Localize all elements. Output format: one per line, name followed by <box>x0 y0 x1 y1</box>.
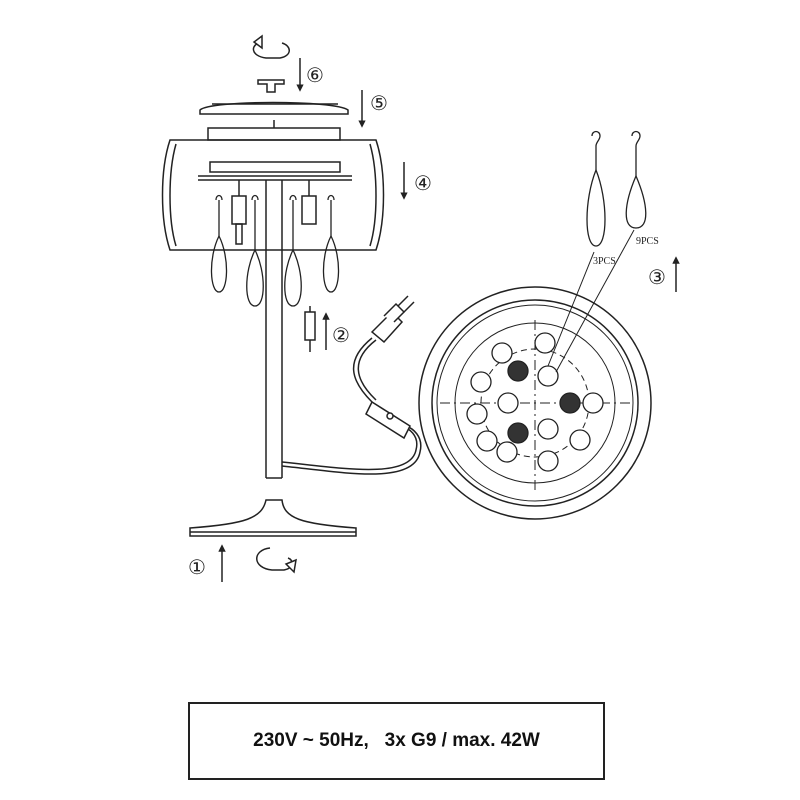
hook-positions-outer <box>466 332 604 472</box>
step-1-number: ① <box>188 555 206 579</box>
spec-box: 230V ~ 50Hz, 3x G9 / max. 42W <box>188 702 605 780</box>
power-cord <box>281 337 422 475</box>
spec-text: 230V ~ 50Hz, 3x G9 / max. 42W <box>253 730 540 751</box>
lamp-base <box>189 499 357 537</box>
bulb-positions <box>507 360 581 444</box>
step-6-number: ⑥ <box>306 63 324 87</box>
bulb-socket <box>231 180 247 245</box>
rotate-arrow-icon <box>256 547 297 574</box>
droplet-short <box>586 130 606 247</box>
leader-lines <box>547 229 635 373</box>
step-4-number: ④ <box>414 171 432 195</box>
step-5-number: ⑤ <box>370 91 388 115</box>
shade-top-view <box>418 286 652 520</box>
hanging-droplets <box>210 194 340 307</box>
plug-icon <box>370 295 415 344</box>
rotate-arrow-icon <box>252 34 290 59</box>
top-finial <box>257 79 285 93</box>
droplet-count-long: 9PCS <box>636 236 659 247</box>
droplet-count-short: 3PCS <box>593 256 616 267</box>
glass-shade <box>161 120 385 251</box>
step-3-number: ③ <box>648 265 666 289</box>
inner-frame <box>198 161 352 181</box>
step-2-number: ② <box>332 323 350 347</box>
bulb-socket <box>301 180 317 225</box>
hook-positions-inner <box>497 365 559 440</box>
cord-switch <box>365 400 411 440</box>
lamp-stem <box>265 180 283 479</box>
droplet-long <box>625 130 647 229</box>
top-cover-plate <box>199 101 349 115</box>
g9-bulb <box>304 306 316 352</box>
